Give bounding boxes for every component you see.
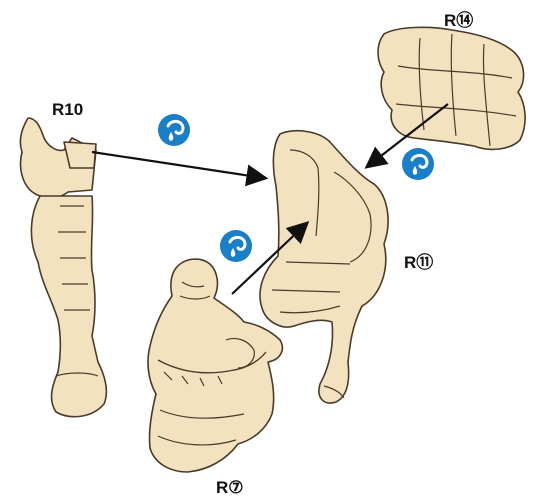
label-r10: R10 xyxy=(52,100,84,119)
part-r14 xyxy=(377,26,526,151)
assembly-arrows xyxy=(91,103,449,295)
cement-drop-icon xyxy=(220,230,252,262)
part-r10 xyxy=(19,117,108,418)
part-r11 xyxy=(259,129,389,404)
label-r7: R⑦ xyxy=(216,478,244,497)
arrow-r7-to-r11 xyxy=(231,220,310,295)
arrow-r14-to-r11 xyxy=(364,103,449,169)
label-r14: R⑭ xyxy=(444,11,474,30)
cement-drop-icon xyxy=(402,148,434,180)
arrow-r10-to-r11 xyxy=(91,150,269,187)
cement-drop-icon xyxy=(158,114,190,146)
label-r11: R⑪ xyxy=(404,253,434,272)
part-r7 xyxy=(147,258,284,473)
